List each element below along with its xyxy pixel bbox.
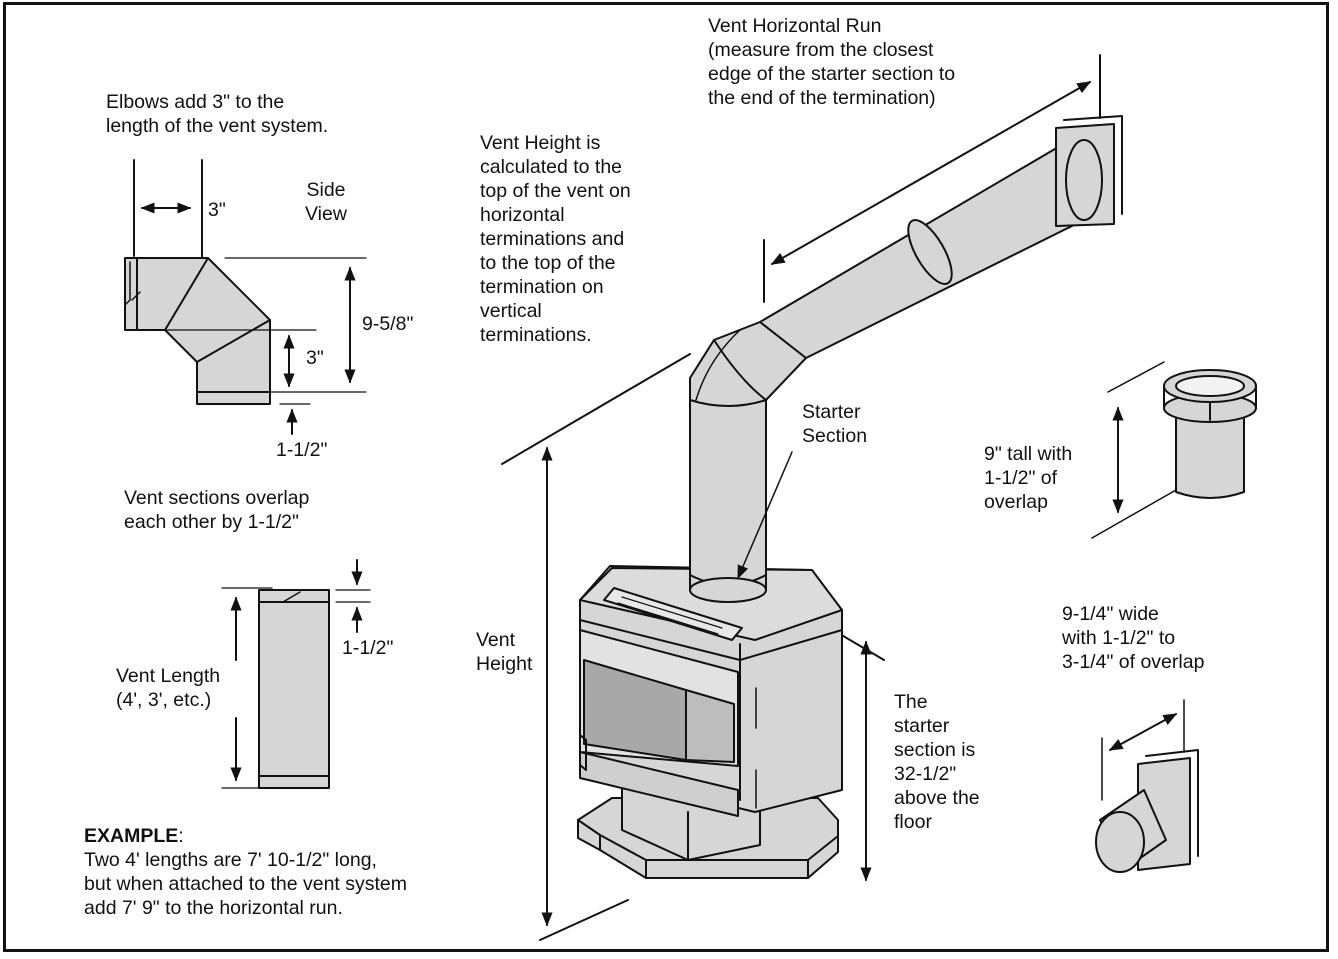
vent-length-label: Vent Length (4', 3', etc.) — [116, 665, 221, 711]
side-view-label: Side View — [305, 179, 347, 225]
example-block: EXAMPLE: Two 4' lengths are 7' 10-1/2" l… — [84, 825, 408, 919]
section-overlap-label: 1-1/2" — [342, 637, 394, 659]
elbows-note: Elbows add 3" to the length of the vent … — [106, 91, 329, 137]
starter-height-label: The starter section is 32-1/2" above the… — [894, 691, 980, 833]
termination-detail — [1095, 699, 1199, 873]
pellet-stove — [577, 565, 843, 879]
vent-height-note: Vent Height is calculated to the top of … — [480, 132, 631, 346]
horizontal-run-label: Vent Horizontal Run (measure from the cl… — [708, 15, 956, 109]
vent-height-label: Vent Height — [476, 629, 533, 675]
termination-label: 9-1/4" wide with 1-1/2" to 3-1/4" of ove… — [1062, 603, 1205, 673]
starter-section-detail — [1091, 361, 1257, 539]
vent-section-drawing — [221, 559, 371, 789]
elbow-height-label: 9-5/8" — [362, 313, 414, 335]
elbow-side-view — [124, 159, 367, 435]
example-colon: : — [178, 825, 184, 847]
diagram-frame — [3, 2, 1329, 952]
starter-dims-label: 9" tall with 1-1/2" of overlap — [984, 443, 1073, 513]
vent-pipe-run — [689, 54, 1123, 603]
starter-section-label: Starter Section — [802, 401, 868, 447]
example-heading: EXAMPLE — [84, 825, 179, 847]
elbow-inner-label: 3" — [306, 347, 324, 369]
overlap-note: Vent sections overlap each other by 1-1/… — [124, 487, 310, 533]
elbow-offset-label: 3" — [208, 199, 226, 221]
elbow-overlap-label: 1-1/2" — [276, 439, 328, 461]
